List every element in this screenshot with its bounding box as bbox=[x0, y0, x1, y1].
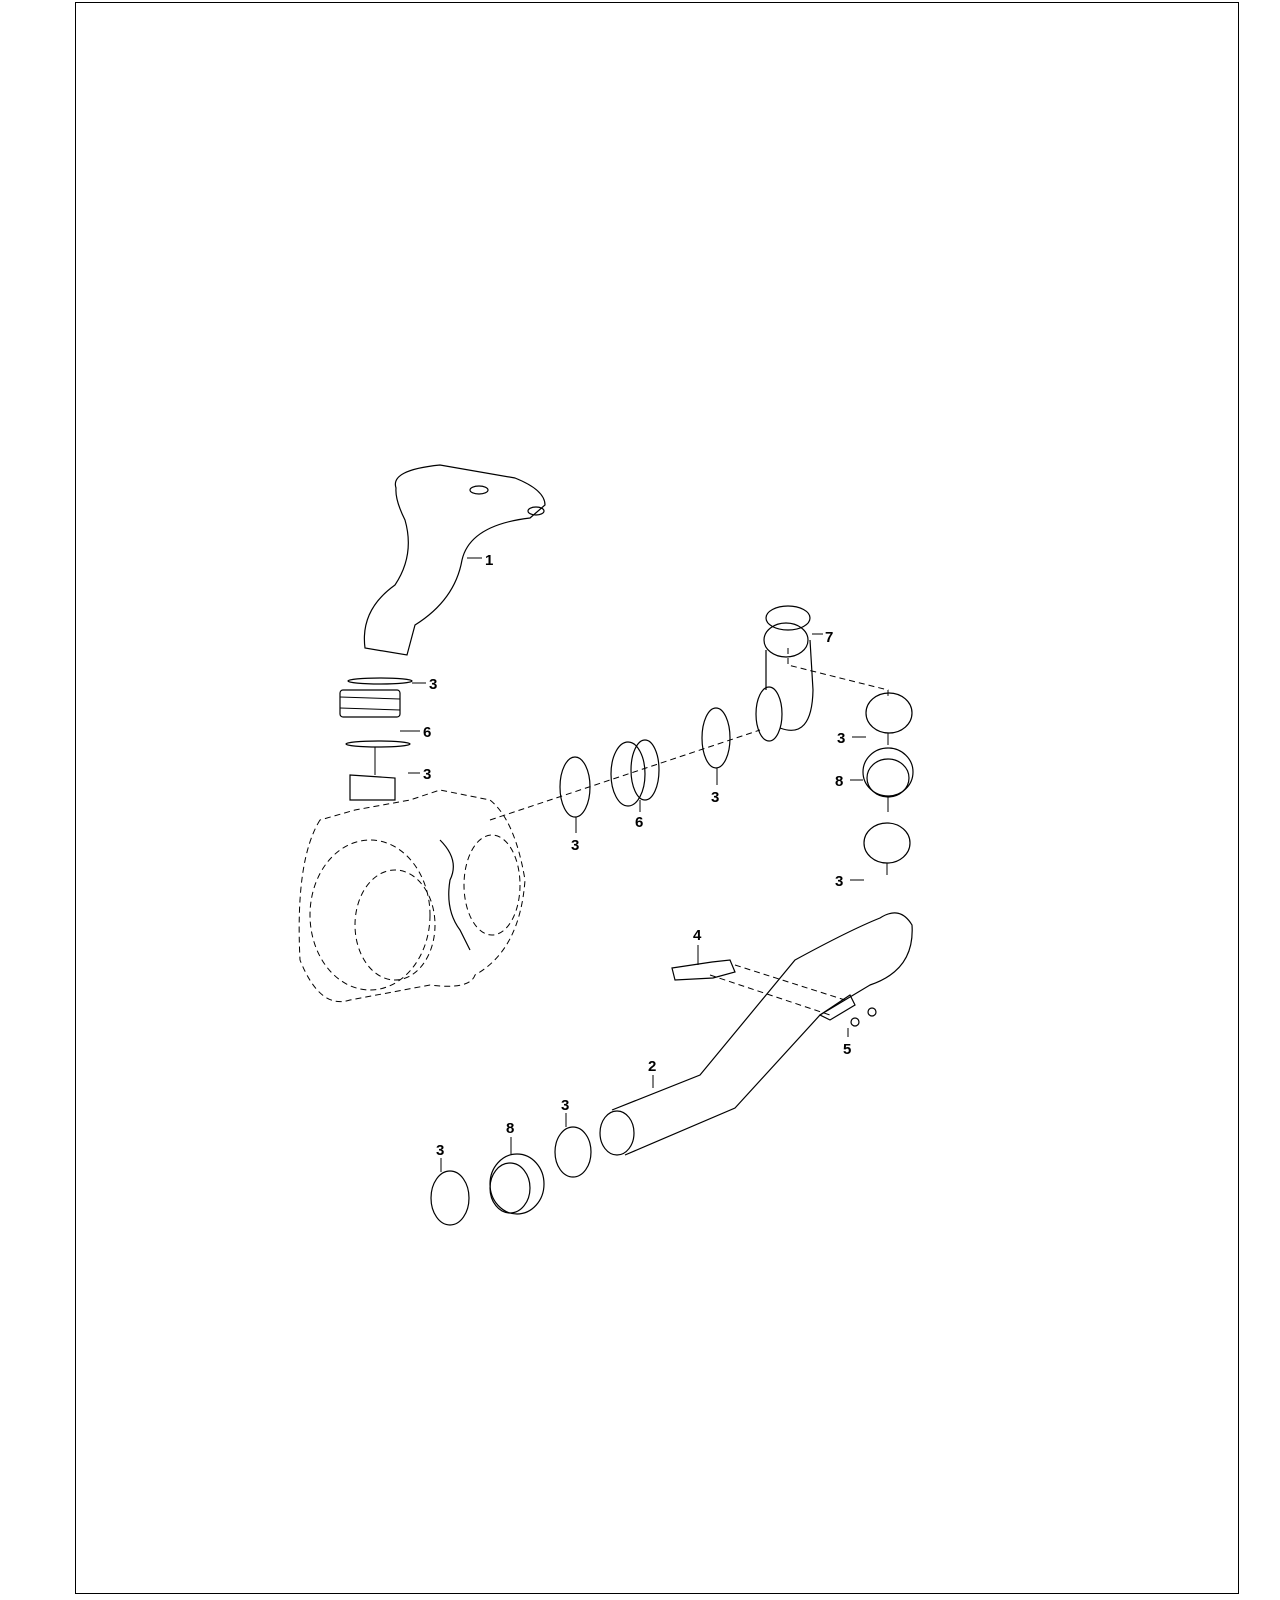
part-3-clamp bbox=[430, 1170, 470, 1226]
part-6-coupler bbox=[610, 741, 646, 807]
callout-2: 2 bbox=[648, 1058, 656, 1075]
part-3-clamp bbox=[559, 756, 591, 818]
part-5-bolt bbox=[867, 1007, 877, 1017]
callout-5: 5 bbox=[843, 1041, 851, 1058]
part-1-intake-duct bbox=[363, 464, 546, 656]
callout-3: 3 bbox=[571, 837, 579, 854]
callout-7: 7 bbox=[825, 629, 833, 646]
callout-8: 8 bbox=[506, 1120, 514, 1137]
callout-6: 6 bbox=[635, 814, 643, 831]
part-3-clamp bbox=[347, 677, 413, 685]
part-7-elbow bbox=[755, 605, 814, 742]
part-3-clamp bbox=[863, 822, 911, 864]
part-2-duct-tube bbox=[611, 912, 913, 1156]
part-3-clamp bbox=[865, 692, 913, 734]
part-3-clamp bbox=[345, 740, 411, 748]
callout-3: 3 bbox=[711, 789, 719, 806]
callout-4: 4 bbox=[693, 927, 702, 944]
mount-hole bbox=[527, 506, 545, 516]
drawing-border bbox=[75, 2, 1239, 1594]
callout-8: 8 bbox=[835, 773, 843, 790]
part-3-clamp bbox=[701, 707, 731, 769]
callout-3: 3 bbox=[837, 730, 845, 747]
cvt-housing bbox=[298, 774, 526, 1002]
bracket-tab bbox=[818, 994, 856, 1021]
mount-hole bbox=[469, 485, 489, 495]
part-6-coupler bbox=[339, 689, 401, 718]
callout-1: 1 bbox=[485, 552, 493, 569]
callout-3: 3 bbox=[561, 1097, 569, 1114]
part-4-bracket bbox=[671, 959, 736, 981]
callout-6: 6 bbox=[423, 724, 431, 741]
part-8-coupler bbox=[489, 1153, 545, 1215]
callout-3: 3 bbox=[835, 873, 843, 890]
callout-3: 3 bbox=[436, 1142, 444, 1159]
part-5-bolt bbox=[850, 1017, 860, 1027]
part-3-clamp bbox=[554, 1126, 592, 1178]
callout-3: 3 bbox=[429, 676, 437, 693]
callout-3: 3 bbox=[423, 766, 431, 783]
